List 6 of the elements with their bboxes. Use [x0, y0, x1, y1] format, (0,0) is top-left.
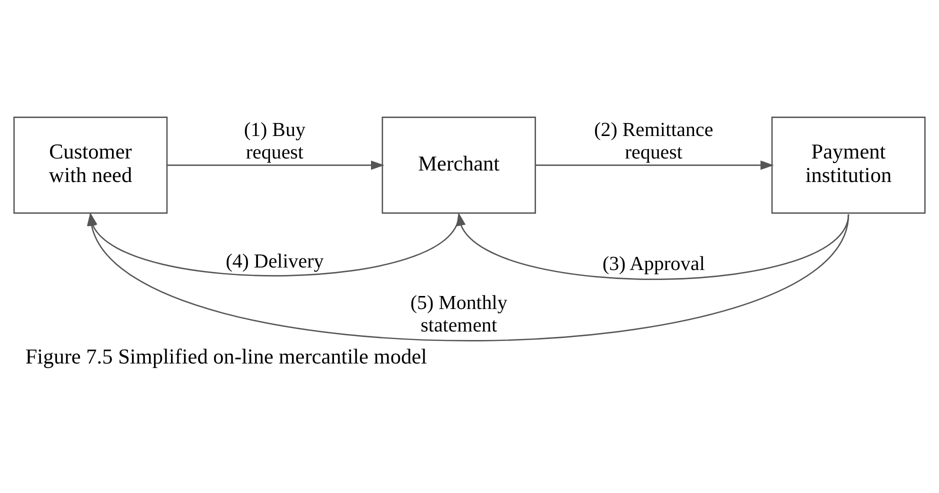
edge-label: (4) Delivery	[226, 250, 324, 273]
edge-label: (1) Buy request	[244, 118, 306, 164]
caption: Figure 7.5 Simplified on-line mercantile model	[25, 344, 427, 368]
edge-label: (5) Monthly statement	[410, 292, 508, 336]
edge-label: (3) Approval	[602, 253, 705, 276]
edge-label: (2) Remittance request	[594, 118, 714, 164]
